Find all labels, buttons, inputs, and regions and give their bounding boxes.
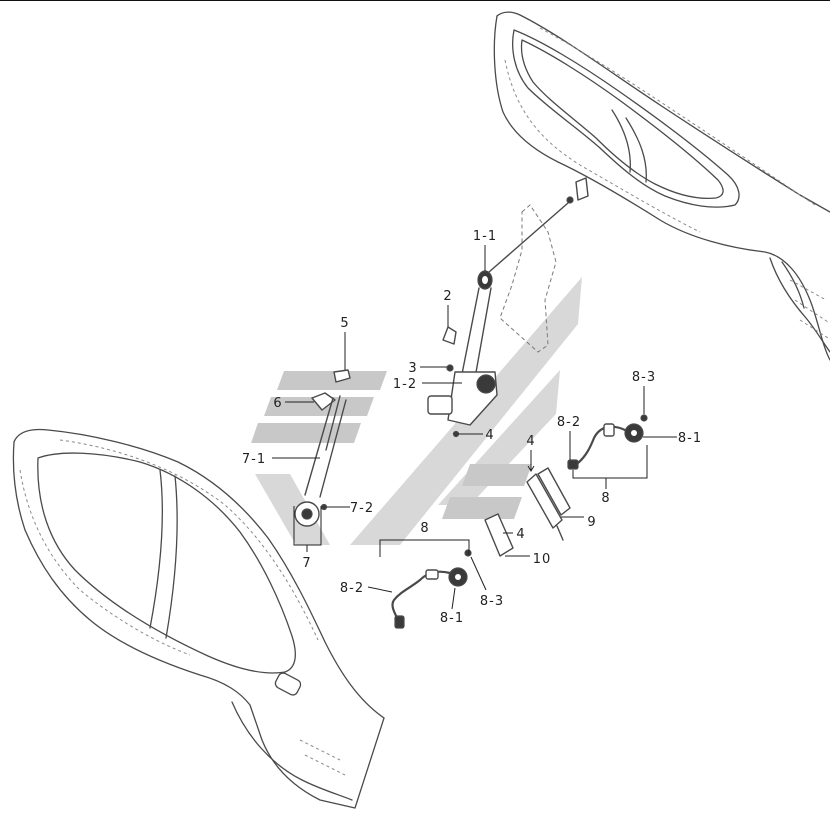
front-panel-fuel-door <box>274 672 302 696</box>
callout-8-2-lower: 8-2 <box>340 581 364 596</box>
callout-7-1: 7-1 <box>242 452 266 467</box>
buckle-assembly-upper <box>567 414 648 470</box>
bolt-4-front <box>452 430 460 438</box>
callout-8-lower: 8 <box>420 521 429 536</box>
buckle-assembly-lower <box>391 549 472 629</box>
rear-panel-window-outer <box>512 29 740 208</box>
front-panel-detail-2 <box>59 439 319 641</box>
b-pillar-trim-outline <box>499 204 557 353</box>
rear-panel-top-edge <box>496 11 830 213</box>
callout-8-3-lower: 8-3 <box>480 594 504 609</box>
rear-retractor-spool <box>301 508 313 520</box>
callout-4-front: 4 <box>485 428 494 443</box>
buckle-stalk-tube-2 <box>537 467 571 516</box>
anchor-plate-6 <box>311 392 336 411</box>
buckle-stalk-tail <box>556 525 564 541</box>
rear-belt-webbing <box>304 395 347 498</box>
watermark-chevron-left <box>255 474 330 545</box>
callout-8-3-upper: 8-3 <box>632 370 656 385</box>
callout-7-2: 7-2 <box>350 501 374 516</box>
watermark-stripe-right-1 <box>462 464 532 486</box>
callout-1-2: 1-2 <box>393 377 417 392</box>
front-retractor-cylinder <box>427 395 453 415</box>
front-belt-webbing <box>461 287 492 379</box>
leader-lines <box>272 245 677 610</box>
trim-cap <box>442 326 457 345</box>
bolt-8-3-upper <box>640 414 648 422</box>
callout-2: 2 <box>443 289 452 304</box>
rear-seat-belt-assembly <box>294 369 351 527</box>
rear-panel-wheel-arch <box>769 257 830 353</box>
callout-8-upper: 8 <box>601 491 610 506</box>
front-body-side-panel <box>12 428 385 809</box>
front-panel-detail-1 <box>19 469 191 656</box>
callout-7: 7 <box>302 556 311 571</box>
callout-8-1-upper: 8-1 <box>678 431 702 446</box>
leader-7-bracket <box>293 506 322 552</box>
rear-panel-window-inner <box>520 39 724 200</box>
buckle-end-lower <box>394 615 405 629</box>
buckle-stalk-9 <box>526 467 571 541</box>
buckle-housing-upper-hole <box>631 430 637 436</box>
buckle-sleeve-lower <box>425 569 439 580</box>
buckle-end-upper <box>567 459 579 470</box>
leader-8-2-lower <box>367 586 393 593</box>
callout-4-plate: 4 <box>516 527 525 542</box>
bolt-7-2 <box>320 503 328 511</box>
leader-8-upper-bracket <box>572 445 648 489</box>
front-panel-door-opening <box>37 452 296 674</box>
callout-1-1: 1-1 <box>473 229 497 244</box>
callout-10: 10 <box>533 552 552 567</box>
leader-8-lower-bracket <box>379 539 470 557</box>
bolt-3 <box>446 364 454 372</box>
rear-panel-detail-1 <box>504 59 701 233</box>
callout-labels: 1-1 2 5 3 1-2 6 4 7-1 7-2 7 8-3 8-2 8-1 … <box>242 229 702 626</box>
rear-panel-pillar <box>611 109 647 183</box>
bolt-8-3-lower <box>464 549 472 557</box>
plate-10 <box>484 513 514 557</box>
leader-8-3-lower <box>470 556 487 591</box>
buckle-cable-upper <box>576 425 627 465</box>
upper-anchor-bracket <box>575 177 589 201</box>
callout-3: 3 <box>408 361 417 376</box>
rear-body-side-panel <box>493 11 830 361</box>
callout-5: 5 <box>340 316 349 331</box>
callout-8-1-lower: 8-1 <box>440 611 464 626</box>
front-panel-b-pillar <box>149 469 178 639</box>
front-panel-top-edge <box>13 428 385 719</box>
front-retractor-spool <box>476 374 496 394</box>
buckle-sleeve-upper <box>603 423 615 437</box>
upper-anchor-bolt <box>566 196 574 204</box>
watermark-stripe-3 <box>251 423 361 443</box>
leader-8-1-lower <box>451 587 456 610</box>
front-panel-wheel-arch <box>231 701 353 801</box>
buckle-stalk-tube-1 <box>526 473 563 529</box>
bolt-5 <box>333 369 351 383</box>
upper-anchor-line <box>488 202 569 273</box>
leader-4-stalk <box>527 450 535 472</box>
callout-6: 6 <box>273 396 282 411</box>
front-panel-lower-edge <box>12 441 385 809</box>
callout-8-2-upper: 8-2 <box>557 415 581 430</box>
callout-9: 9 <box>587 515 596 530</box>
watermark-stripe-1 <box>277 371 387 390</box>
rear-panel-detail-3 <box>789 279 829 339</box>
d-ring-hole <box>482 276 488 284</box>
callout-4-stalk: 4 <box>526 434 535 449</box>
front-panel-detail-3 <box>299 739 346 776</box>
front-seat-belt-assembly <box>427 177 589 438</box>
buckle-housing-lower-hole <box>455 574 461 580</box>
rear-panel-lower-edge <box>493 15 830 361</box>
rear-panel-detail-2 <box>539 27 816 206</box>
watermark-stripe-right-2 <box>442 497 522 519</box>
